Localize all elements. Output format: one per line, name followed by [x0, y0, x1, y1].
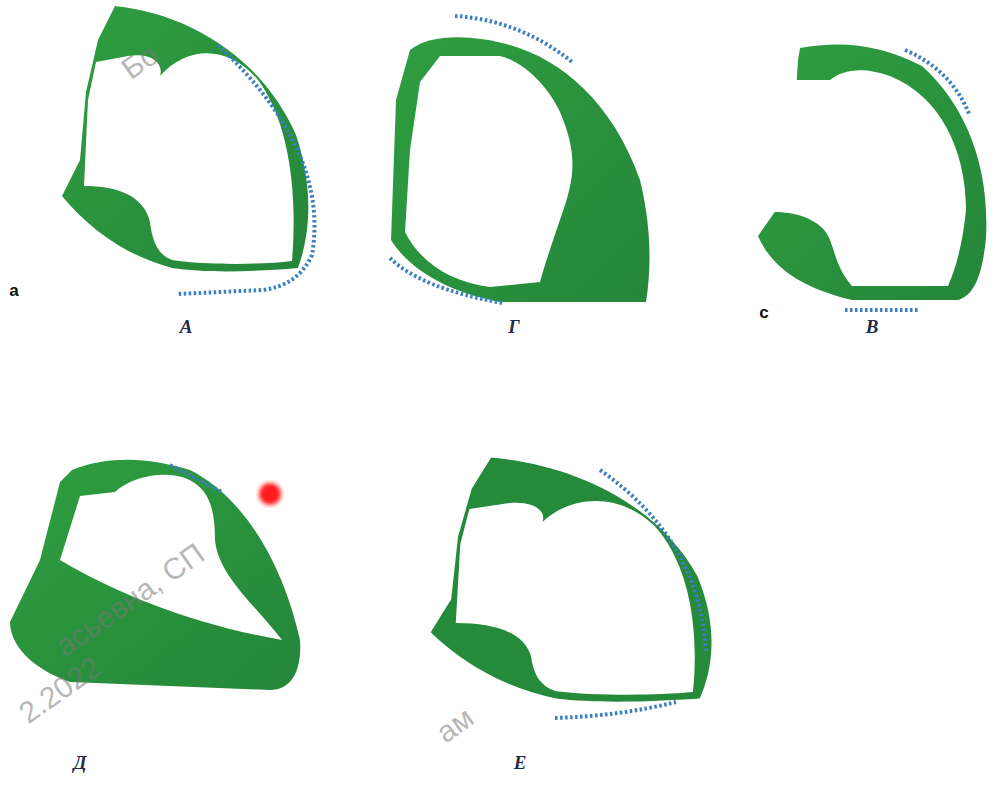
heart-section-e: [431, 458, 712, 718]
heart-section-a: [62, 6, 314, 294]
panel-letter: Г: [508, 317, 519, 336]
watermark: ам: [431, 702, 479, 748]
panel-letter: Е: [514, 753, 527, 772]
heart-section-d: [10, 460, 300, 690]
panel-tag: a: [9, 282, 18, 299]
panel-letter: В: [866, 317, 879, 336]
panel-letter: Д: [74, 753, 87, 772]
panel-letter: А: [180, 317, 193, 336]
heart-section-v: [758, 44, 986, 310]
panel-tag: c: [759, 304, 768, 321]
heart-section-g: [390, 16, 650, 303]
